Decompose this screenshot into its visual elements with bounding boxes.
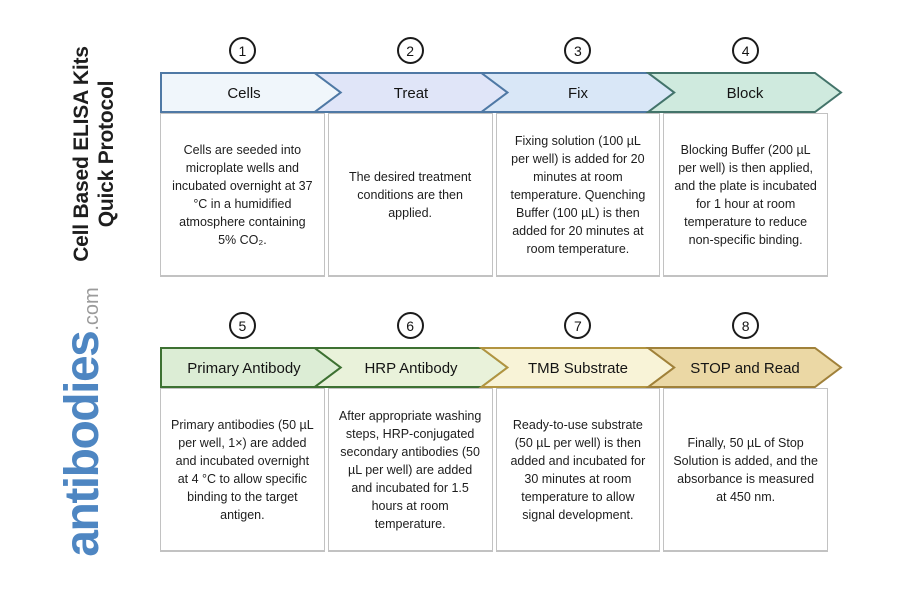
- step-6-description: After appropriate washing steps, HRP-con…: [338, 408, 482, 531]
- banner-label-treat: Treat: [394, 85, 429, 102]
- page-title-line-2: Quick Protocol: [95, 80, 118, 228]
- step-4-description: Blocking Buffer (200 µL per well) is the…: [674, 142, 817, 247]
- step-3-number-badge: 3: [564, 37, 592, 64]
- banner-label-fix: Fix: [568, 85, 588, 102]
- step-6-description-box: After appropriate washing steps, HRP-con…: [327, 388, 493, 552]
- banner-label-cells: Cells: [227, 85, 260, 102]
- step-2-description-box: The desired treatment conditions are the…: [327, 113, 493, 277]
- banner-label-block: Block: [727, 85, 764, 102]
- step-8-description-box: Finally, 50 µL of Stop Solution is added…: [663, 388, 828, 552]
- step-5-description-box: Primary antibodies (50 µL per well, 1×) …: [160, 388, 325, 552]
- banner-label-tmb-substrate: TMB Substrate: [528, 360, 628, 377]
- protocol-row-top: 1 2 3 4 Cells Treat Fix Block Cells are …: [160, 37, 843, 277]
- step-7-description-box: Ready-to-use substrate (50 µL per well) …: [495, 388, 661, 552]
- banner-label-stop-and-read: STOP and Read: [690, 360, 800, 377]
- brand-logo-domain-suffix: .com: [81, 287, 103, 331]
- step-description-row-top: Cells are seeded into microplate wells a…: [160, 113, 828, 277]
- step-2-number-badge: 2: [396, 37, 424, 64]
- step-8-number-badge: 8: [732, 312, 760, 339]
- banner-label-hrp-antibody: HRP Antibody: [364, 360, 458, 377]
- page-title-line-1: Cell Based ELISA Kits: [70, 46, 93, 262]
- banner-arrow-stop-and-read: [645, 347, 843, 388]
- step-7-number-badge: 7: [564, 312, 592, 339]
- protocol-row-bottom: 5 6 7 8 Primary Antibody HRP Antibody TM…: [160, 312, 843, 552]
- banner-arrow-block: [645, 72, 843, 113]
- step-description-row-bottom: Primary antibodies (50 µL per well, 1×) …: [160, 388, 828, 552]
- brand-logo: antibodies .com: [55, 282, 121, 562]
- step-banner-arrows-top: Cells Treat Fix Block: [160, 72, 843, 113]
- step-5-number-badge: 5: [228, 312, 256, 339]
- step-4-number-badge: 4: [732, 37, 760, 64]
- step-1-description-box: Cells are seeded into microplate wells a…: [160, 113, 325, 277]
- step-1-description: Cells are seeded into microplate wells a…: [172, 142, 313, 247]
- banner-label-primary-antibody: Primary Antibody: [187, 360, 301, 377]
- step-number-row-top: 1 2 3 4: [160, 37, 828, 64]
- step-number-row-bottom: 5 6 7 8: [160, 312, 828, 339]
- brand-logo-wordmark: antibodies: [56, 331, 109, 557]
- step-4-description-box: Blocking Buffer (200 µL per well) is the…: [663, 113, 828, 277]
- step-6-number-badge: 6: [396, 312, 424, 339]
- page-title: Cell Based ELISA Kits Quick Protocol: [69, 39, 121, 269]
- step-3-description: Fixing solution (100 µL per well) is add…: [510, 133, 646, 256]
- step-3-description-box: Fixing solution (100 µL per well) is add…: [495, 113, 661, 277]
- step-2-description: The desired treatment conditions are the…: [348, 169, 472, 220]
- step-7-description: Ready-to-use substrate (50 µL per well) …: [510, 417, 646, 522]
- step-5-description: Primary antibodies (50 µL per well, 1×) …: [171, 417, 314, 522]
- step-1-number-badge: 1: [228, 37, 256, 64]
- step-8-description: Finally, 50 µL of Stop Solution is added…: [673, 435, 818, 504]
- step-banner-arrows-bottom: Primary Antibody HRP Antibody TMB Substr…: [160, 347, 843, 388]
